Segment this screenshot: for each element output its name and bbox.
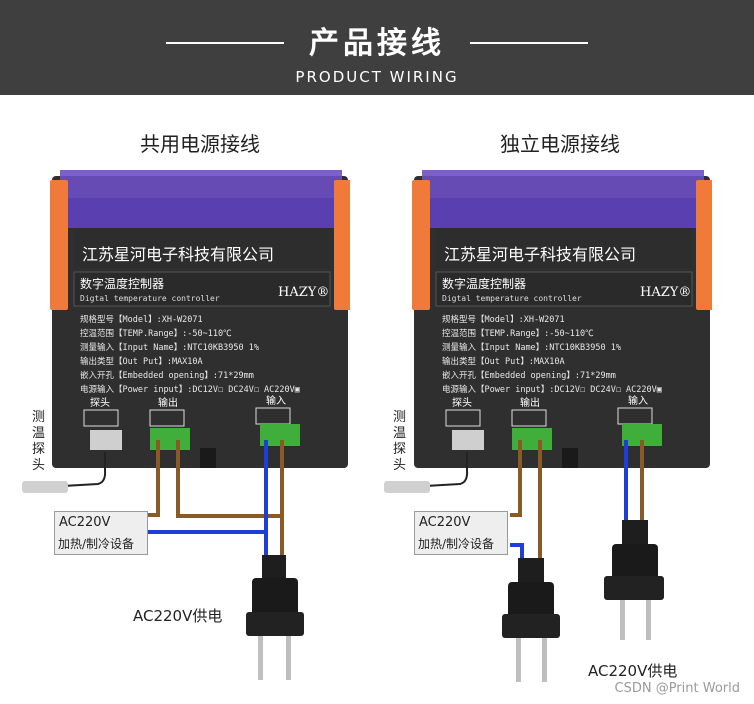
power-plug-left bbox=[246, 555, 304, 680]
brand-logo: HAZY® bbox=[278, 285, 329, 300]
mount-clip-right bbox=[334, 180, 350, 310]
input-terminal-block bbox=[622, 424, 662, 446]
load-description: 加热/制冷设备 bbox=[58, 537, 135, 551]
banner-title: 产品接线 bbox=[309, 26, 445, 61]
spec-line: 控温范围【TEMP.Range】:-50~110℃ bbox=[80, 328, 232, 339]
product-name-cn: 数字温度控制器 bbox=[442, 276, 526, 291]
load-voltage: AC220V bbox=[419, 515, 471, 530]
terminal-label-probe: 探头 bbox=[452, 396, 472, 409]
power-label-left: AC220V供电 bbox=[133, 607, 223, 625]
header-banner: 产品接线 PRODUCT WIRING bbox=[0, 0, 754, 95]
spec-line: 规格型号【Model】:XH-W2071 bbox=[80, 314, 203, 325]
mount-clip-left bbox=[412, 180, 430, 310]
terminal-label-input: 输入 bbox=[628, 394, 648, 407]
panel-title-shared: 共用电源接线 bbox=[140, 132, 260, 156]
power-plug-controller bbox=[604, 520, 664, 640]
spec-line: 规格型号【Model】:XH-W2071 bbox=[442, 314, 565, 325]
terminal-label-output: 输出 bbox=[158, 396, 178, 409]
power-plug-load bbox=[502, 558, 560, 682]
probe-label-left: 测温探头 bbox=[32, 410, 46, 473]
terminal-label-probe: 探头 bbox=[90, 396, 110, 409]
probe-terminal-block bbox=[90, 430, 122, 450]
watermark: CSDN @Print World bbox=[614, 681, 741, 696]
spec-line: 测量输入【Input Name】:NTC10KB3950 1% bbox=[80, 342, 259, 353]
terminal-label-output: 输出 bbox=[520, 396, 540, 409]
company-name: 江苏星河电子科技有限公司 bbox=[444, 245, 636, 264]
terminal-label-input: 输入 bbox=[266, 394, 286, 407]
mount-clip-left bbox=[50, 180, 68, 310]
spec-line: 嵌入开孔【Embedded opening】:71*29mm bbox=[80, 371, 254, 381]
controller-device-right: 江苏星河电子科技有限公司 数字温度控制器 Digtal temperature … bbox=[412, 170, 712, 468]
spec-line: 嵌入开孔【Embedded opening】:71*29mm bbox=[442, 371, 616, 381]
company-name: 江苏星河电子科技有限公司 bbox=[82, 245, 274, 264]
load-description: 加热/制冷设备 bbox=[418, 537, 495, 551]
spec-line: 电源输入【Power input】:DC12V☐ DC24V☐ AC220V▣ bbox=[442, 384, 662, 395]
banner-right-rule bbox=[470, 42, 588, 44]
spec-line: 电源输入【Power input】:DC12V☐ DC24V☐ AC220V▣ bbox=[80, 384, 300, 395]
spec-line: 输出类型【Out Put】:MAX10A bbox=[80, 356, 203, 367]
probe-terminal-block bbox=[452, 430, 484, 450]
banner-subtitle: PRODUCT WIRING bbox=[295, 68, 459, 86]
spec-line: 输出类型【Out Put】:MAX10A bbox=[442, 356, 565, 367]
load-device-label-left: AC220V 加热/制冷设备 bbox=[54, 511, 148, 555]
controller-device-left: 江苏星河电子科技有限公司 数字温度控制器 Digtal temperature … bbox=[50, 170, 350, 468]
temperature-probe bbox=[384, 481, 430, 493]
load-voltage: AC220V bbox=[59, 515, 111, 530]
temperature-probe bbox=[22, 481, 68, 493]
product-name-en: Digtal temperature controller bbox=[442, 294, 582, 303]
load-device-label-right: AC220V 加热/制冷设备 bbox=[414, 511, 508, 555]
panel-title-independent: 独立电源接线 bbox=[500, 132, 620, 156]
product-name-cn: 数字温度控制器 bbox=[80, 276, 164, 291]
banner-left-rule bbox=[166, 42, 284, 44]
spec-line: 测量输入【Input Name】:NTC10KB3950 1% bbox=[442, 342, 621, 353]
spec-line: 控温范围【TEMP.Range】:-50~110℃ bbox=[442, 328, 594, 339]
mount-clip-right bbox=[696, 180, 712, 310]
probe-label-right: 测温探头 bbox=[393, 410, 407, 473]
input-terminal-block bbox=[260, 424, 300, 446]
product-name-en: Digtal temperature controller bbox=[80, 294, 220, 303]
power-label-right: AC220V供电 bbox=[588, 662, 678, 680]
brand-logo: HAZY® bbox=[640, 285, 691, 300]
